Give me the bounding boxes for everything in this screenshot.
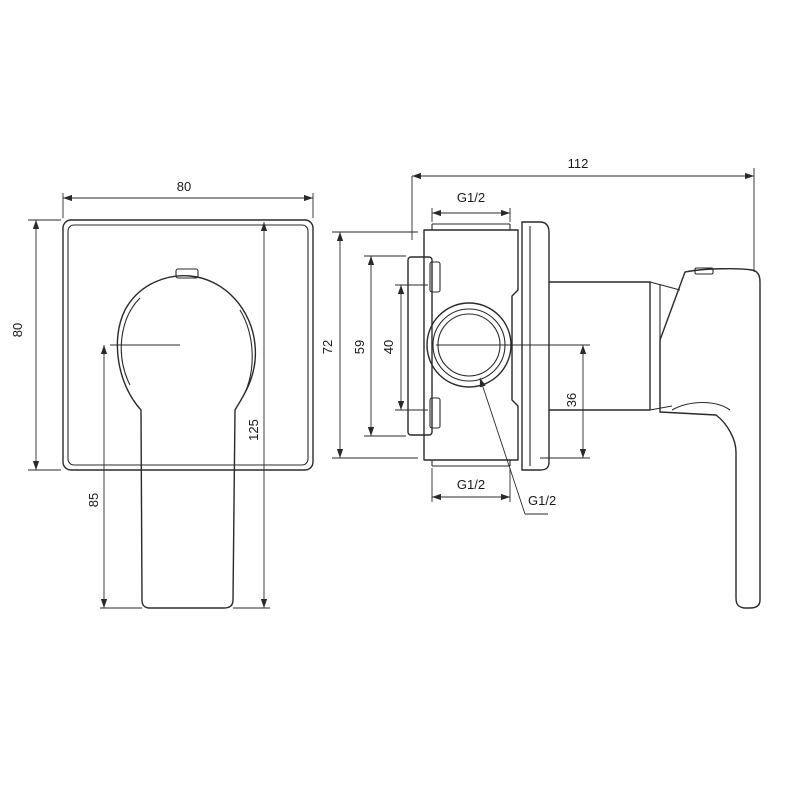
bottom-inlet-label: G1/2 bbox=[457, 477, 485, 492]
front-height-label: 80 bbox=[10, 323, 25, 337]
depth-label: 112 bbox=[568, 156, 589, 171]
front-view: 80 80 85 125 bbox=[10, 179, 314, 609]
handle-body bbox=[659, 267, 761, 609]
height-72-label: 72 bbox=[320, 340, 335, 354]
side-view: 112 G1/2 G1/2 G1/2 72 59 40 36 bbox=[320, 156, 761, 609]
height-59-label: 59 bbox=[352, 340, 367, 354]
front-width-label: 80 bbox=[177, 179, 191, 194]
stem-sleeve bbox=[548, 281, 651, 411]
center-outlet-label: G1/2 bbox=[528, 493, 556, 508]
handle-cap-side bbox=[694, 267, 714, 275]
handle-cap bbox=[175, 268, 199, 279]
height-40-label: 40 bbox=[381, 340, 396, 354]
lever-handle-inner bbox=[120, 297, 253, 396]
top-inlet-label: G1/2 bbox=[457, 190, 485, 205]
mounting-flange bbox=[407, 256, 433, 436]
flange-lug-bottom bbox=[429, 397, 441, 429]
lever-handle bbox=[116, 275, 257, 609]
cover-plate-profile bbox=[521, 221, 550, 471]
handle-total-label: 125 bbox=[246, 419, 261, 441]
cover-plate bbox=[62, 219, 314, 471]
handle-reach-label: 85 bbox=[86, 493, 101, 507]
cover-plate-inner bbox=[67, 224, 309, 466]
offset-36-label: 36 bbox=[564, 393, 579, 407]
valve-body bbox=[423, 229, 519, 461]
flange-lug-top bbox=[429, 261, 441, 293]
